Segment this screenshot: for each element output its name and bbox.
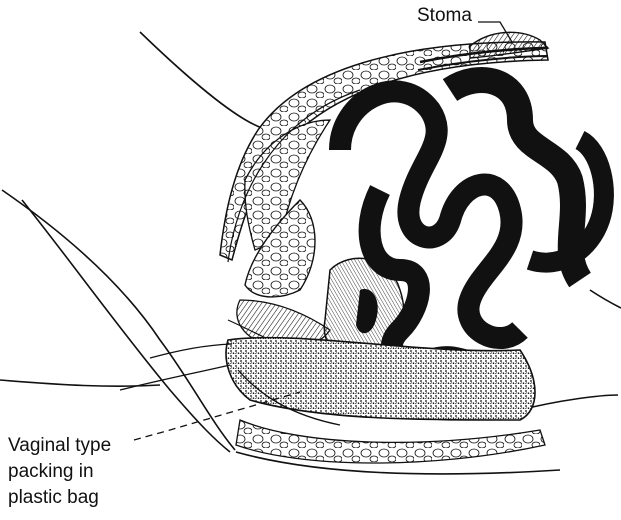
drain-lines <box>120 344 232 390</box>
packing-label: Vaginal type packing in plastic bag <box>8 434 111 512</box>
packing-label-line-3: plastic bag <box>8 486 111 512</box>
packing-label-line-2: packing in <box>8 460 111 486</box>
pelvic-floor <box>236 420 545 463</box>
packing-label-line-1: Vaginal type <box>8 434 111 460</box>
stoma-label: Stoma <box>417 4 472 28</box>
packing-mass <box>226 338 535 425</box>
